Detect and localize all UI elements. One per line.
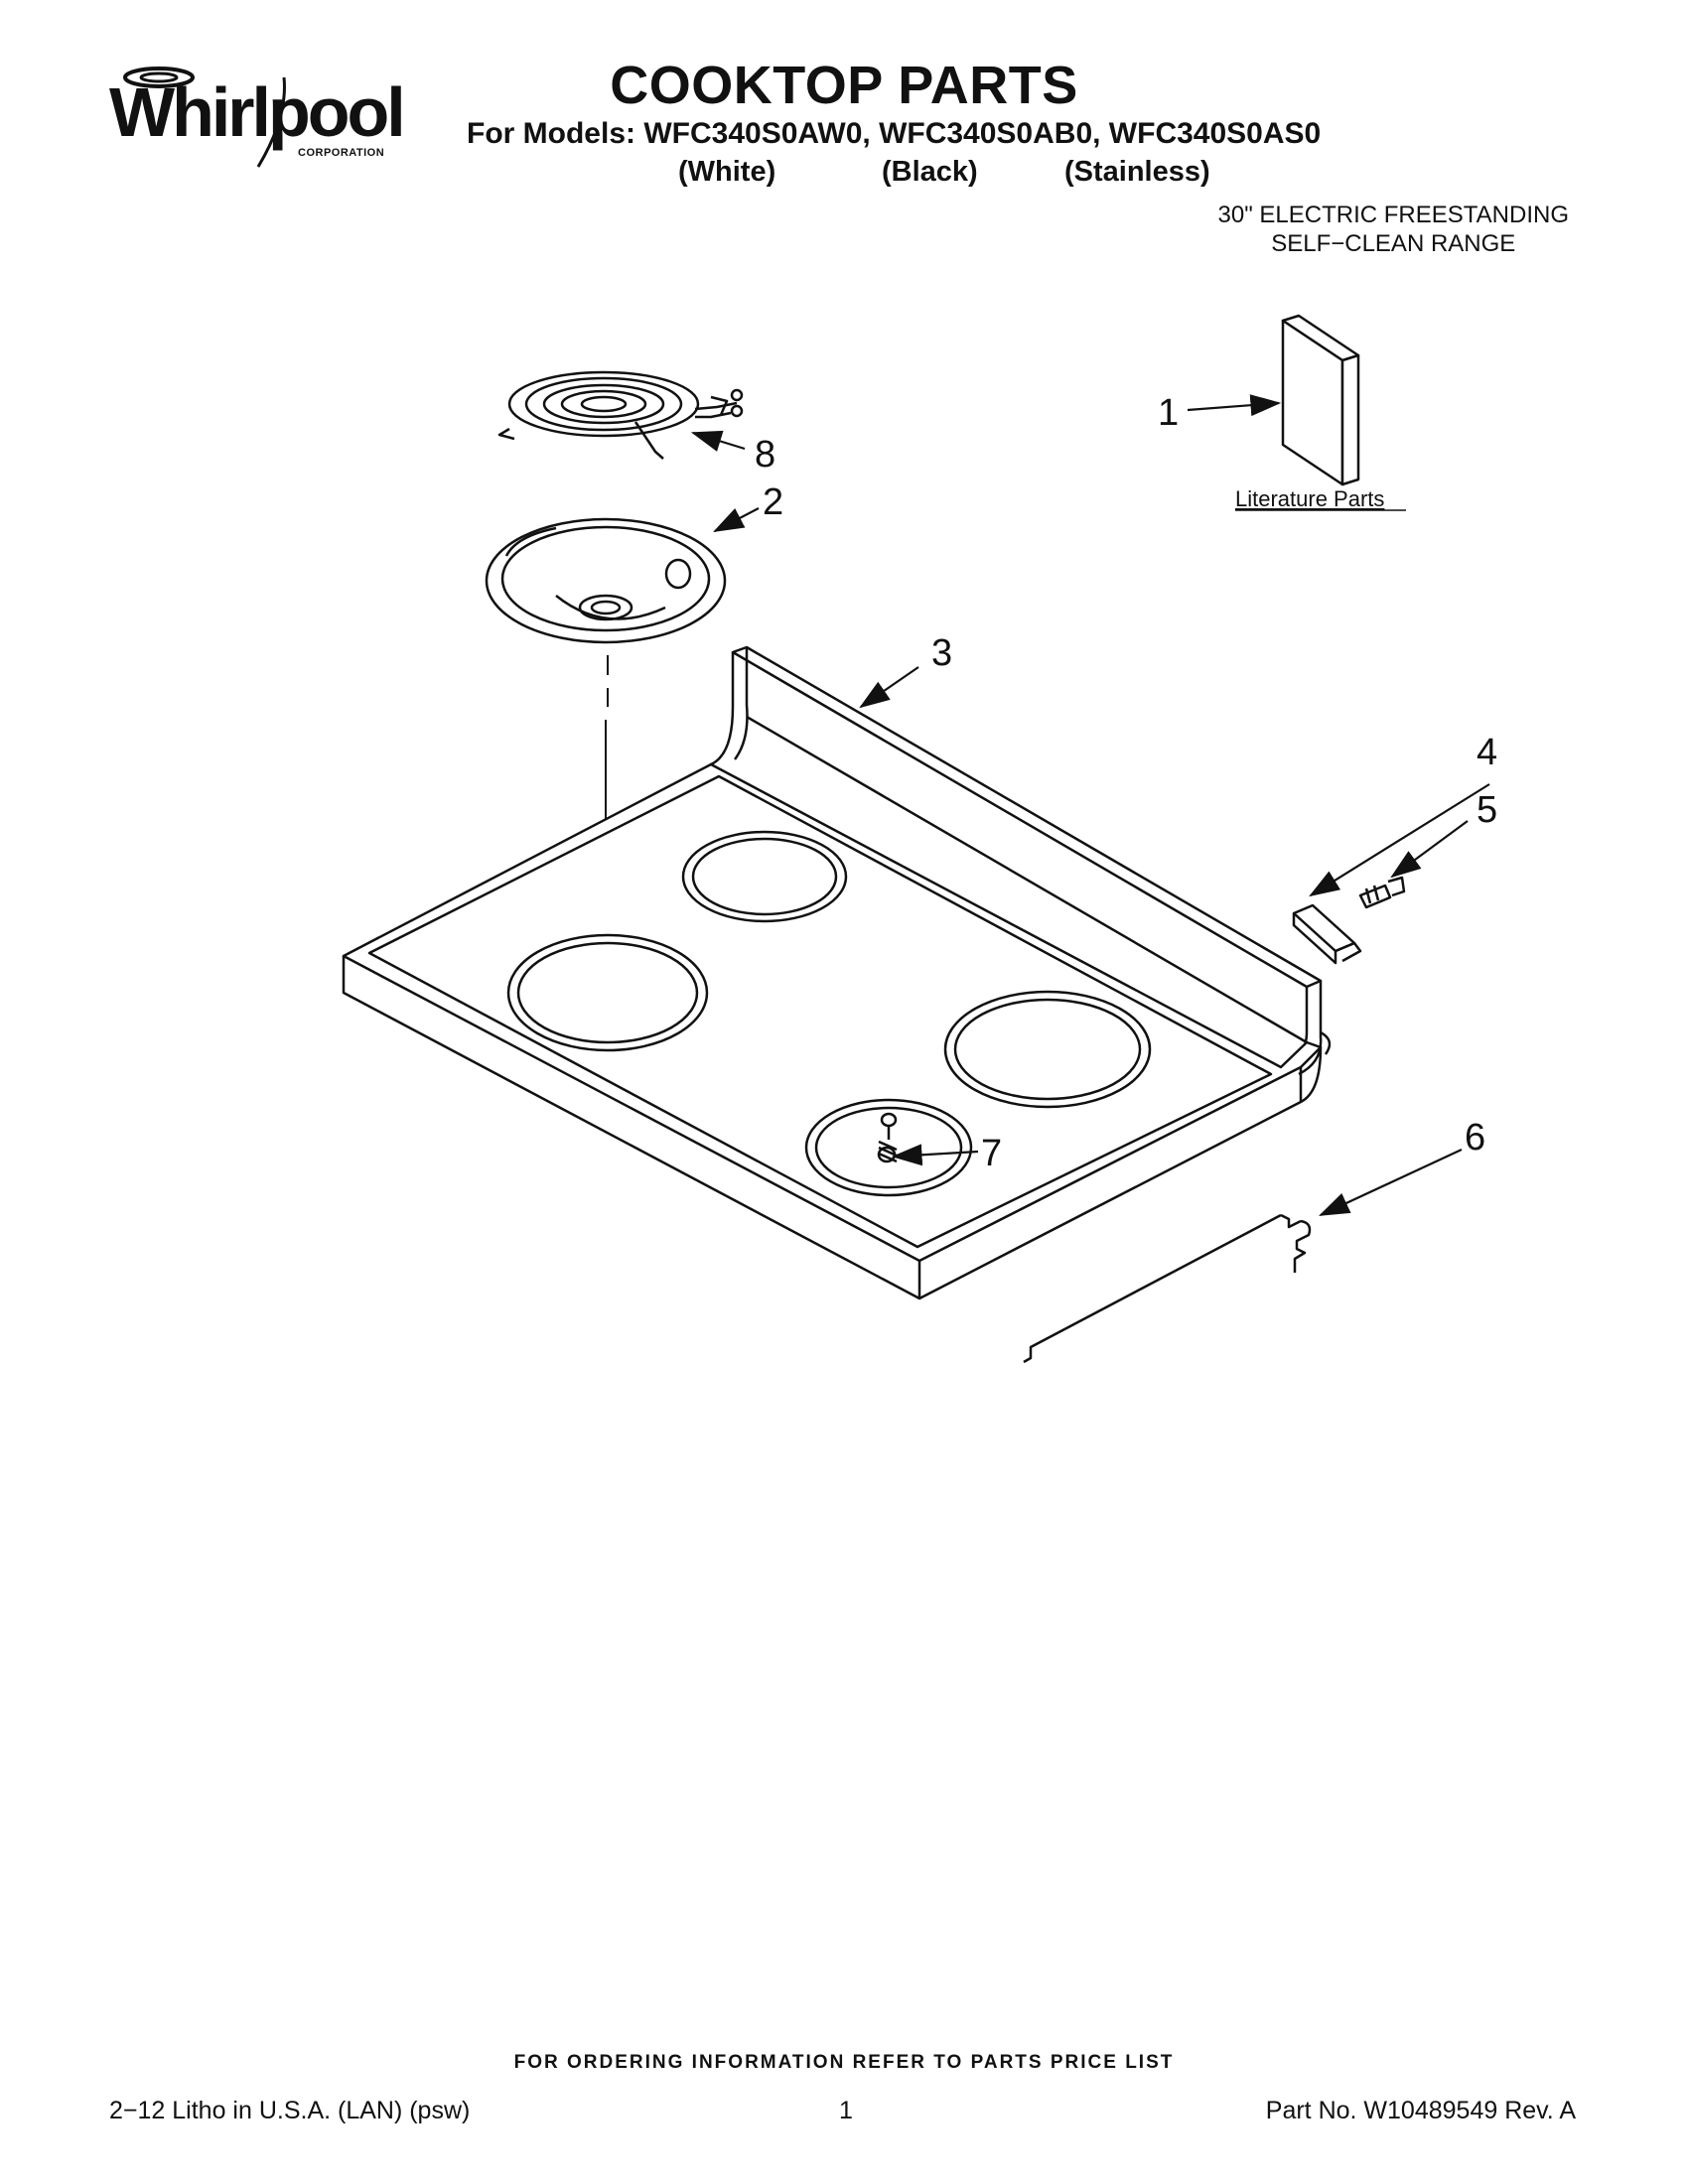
retaining-clip [1023, 1213, 1312, 1364]
logo-wordmark: Whirlpool [109, 73, 406, 151]
callout-4: 4 [1477, 732, 1497, 773]
leader-line-4 [1309, 783, 1490, 897]
cooktop-panel [342, 645, 1332, 1300]
bracket-screw [1358, 876, 1406, 909]
drip-bowl [485, 517, 727, 644]
whirlpool-logo: Whirlpool CORPORATION [109, 58, 406, 177]
callout-1: 1 [1158, 392, 1179, 434]
page-title: COOKTOP PARTS [610, 56, 1078, 115]
burner-opening-front-left [506, 933, 709, 1052]
leader-line-2 [713, 507, 760, 533]
callout-5: 5 [1477, 789, 1497, 831]
burner-opening-rear-left [681, 830, 848, 923]
burner-opening-front-right [804, 1098, 973, 1197]
part-number: Part No. W10489549 Rev. A [1265, 2097, 1576, 2124]
leader-line-5 [1390, 820, 1469, 879]
leader-line-1 [1187, 394, 1282, 417]
variant-stainless: (Stainless) [1064, 156, 1210, 188]
variant-white: (White) [678, 156, 776, 188]
logo-subtitle: CORPORATION [298, 147, 385, 159]
product-description: 30" ELECTRIC FREESTANDING SELF−CLEAN RAN… [1218, 202, 1569, 259]
leader-line-8 [690, 430, 746, 452]
page-number: 1 [839, 2097, 853, 2124]
callout-2: 2 [763, 481, 783, 523]
logo-swirl-icon [123, 67, 286, 168]
callout-6: 6 [1465, 1117, 1485, 1159]
callout-3: 3 [931, 632, 952, 674]
model-list: For Models: WFC340S0AW0, WFC340S0AB0, WF… [467, 117, 1322, 150]
litho-info: 2−12 Litho in U.S.A. (LAN) (psw) [109, 2097, 471, 2124]
variant-black: (Black) [882, 156, 978, 188]
burner-opening-rear-right [943, 990, 1152, 1109]
literature-parts-label: Literature Parts [1235, 486, 1384, 511]
surface-element [497, 370, 744, 460]
product-description-line-2: SELF−CLEAN RANGE [1271, 229, 1516, 257]
callout-8: 8 [755, 434, 775, 476]
leader-line-6 [1319, 1149, 1463, 1216]
mounting-bracket [1292, 903, 1362, 965]
leader-line-7 [891, 1144, 979, 1166]
literature-booklet [1281, 314, 1360, 486]
product-description-line-1: 30" ELECTRIC FREESTANDING [1217, 202, 1569, 228]
callout-7: 7 [981, 1133, 1002, 1174]
ordering-note: FOR ORDERING INFORMATION REFER TO PARTS … [513, 2052, 1175, 2073]
leader-line-3 [859, 666, 919, 709]
